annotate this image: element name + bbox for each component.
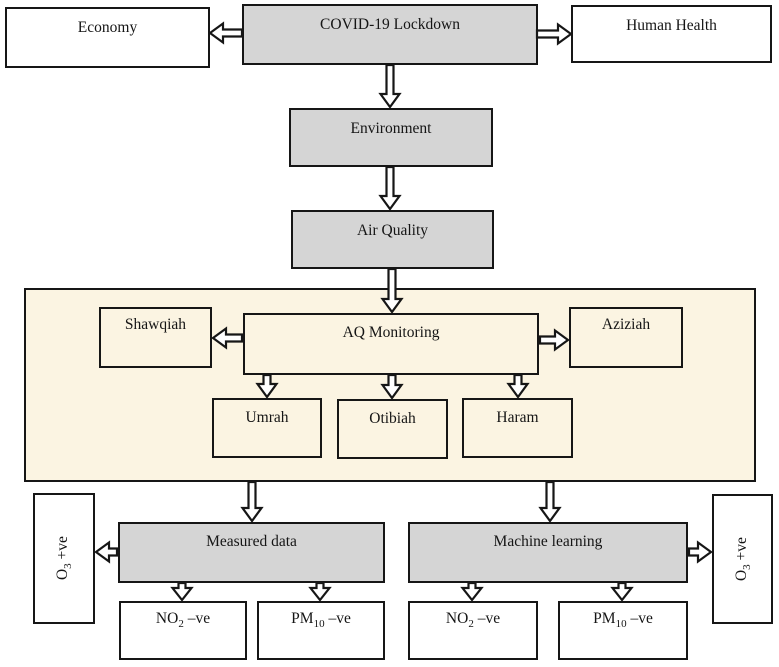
node-umrah: Umrah xyxy=(212,398,322,458)
arrow-panel-to-machine-learning-icon xyxy=(538,480,562,523)
arrow-measured-data-to-o3-left-icon xyxy=(94,540,119,564)
node-no2-negative-measured-label: NO2 –ve xyxy=(155,610,211,631)
arrow-measured-data-to-pm10-measured-icon xyxy=(308,581,332,602)
arrow-covid-to-economy-icon xyxy=(208,21,244,45)
node-human-health-label: Human Health xyxy=(626,17,717,34)
arrow-covid-to-human-health-icon xyxy=(535,22,573,46)
node-environment-label: Environment xyxy=(350,120,432,137)
node-no2-negative-measured: NO2 –ve xyxy=(119,601,247,660)
node-o3-positive-right: O3 +ve xyxy=(712,494,773,624)
node-otibiah: Otibiah xyxy=(337,399,448,459)
node-machine-learning-label: Machine learning xyxy=(493,533,603,550)
node-covid-19-lockdown: COVID-19 Lockdown xyxy=(242,4,538,65)
node-economy: Economy xyxy=(5,7,210,68)
node-measured-data-label: Measured data xyxy=(206,533,297,550)
node-no2-negative-ml: NO2 –ve xyxy=(408,601,538,660)
node-shawqiah: Shawqiah xyxy=(99,307,212,368)
node-o3-positive-left: O3 +ve xyxy=(33,493,95,624)
node-aziziah: Aziziah xyxy=(569,307,683,368)
node-shawqiah-label: Shawqiah xyxy=(124,316,187,333)
node-o3-positive-right-label: O3 +ve xyxy=(732,537,753,581)
arrow-measured-data-to-no2-measured-icon xyxy=(170,581,194,602)
node-measured-data: Measured data xyxy=(118,522,385,583)
node-haram: Haram xyxy=(462,398,573,458)
arrow-panel-to-measured-data-icon xyxy=(240,480,264,523)
node-air-quality: Air Quality xyxy=(291,210,494,269)
node-environment: Environment xyxy=(289,108,493,167)
arrow-covid-to-environment-icon xyxy=(378,63,402,109)
node-o3-positive-left-label: O3 +ve xyxy=(53,536,75,581)
node-umrah-label: Umrah xyxy=(245,409,289,426)
node-no2-negative-ml-label: NO2 –ve xyxy=(445,610,501,631)
arrow-environment-to-air-quality-icon xyxy=(378,165,402,211)
node-covid-19-lockdown-label: COVID-19 Lockdown xyxy=(320,16,460,33)
node-economy-label: Economy xyxy=(77,19,138,36)
node-air-quality-label: Air Quality xyxy=(356,222,429,239)
node-pm10-negative-measured: PM10 –ve xyxy=(257,601,385,660)
node-otibiah-label: Otibiah xyxy=(369,410,416,427)
arrow-machine-learning-to-no2-ml-icon xyxy=(460,581,484,602)
node-pm10-negative-measured-label: PM10 –ve xyxy=(291,610,351,631)
node-machine-learning: Machine learning xyxy=(408,522,688,583)
node-human-health: Human Health xyxy=(571,5,772,63)
node-aq-monitoring-label: AQ Monitoring xyxy=(342,324,440,341)
arrow-machine-learning-to-o3-right-icon xyxy=(687,540,713,564)
node-aziziah-label: Aziziah xyxy=(601,316,651,333)
node-pm10-negative-ml: PM10 –ve xyxy=(558,601,688,660)
node-aq-monitoring: AQ Monitoring xyxy=(243,313,539,375)
node-pm10-negative-ml-label: PM10 –ve xyxy=(593,610,653,631)
node-haram-label: Haram xyxy=(496,409,539,426)
arrow-machine-learning-to-pm10-ml-icon xyxy=(610,581,634,602)
